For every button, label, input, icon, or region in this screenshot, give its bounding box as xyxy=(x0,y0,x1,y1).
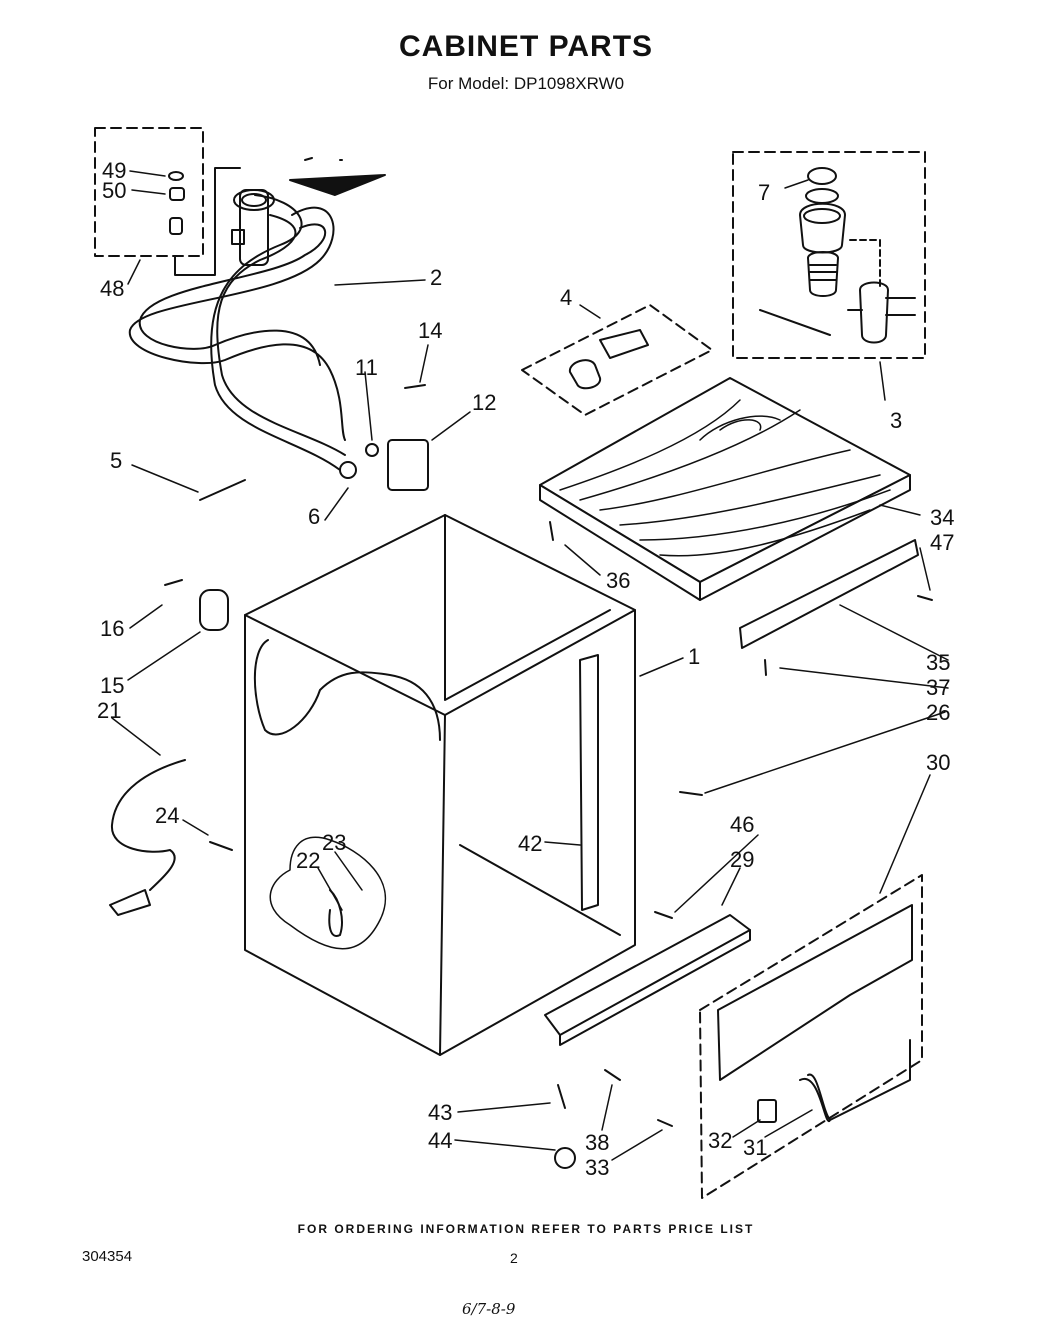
part-11 xyxy=(365,443,379,457)
callout-26: 26 xyxy=(926,700,950,725)
callout-50: 50 xyxy=(102,178,126,203)
callout-36: 36 xyxy=(606,568,630,593)
callout-23: 23 xyxy=(322,830,346,855)
page-title: CABINET PARTS xyxy=(398,30,654,63)
part-47 xyxy=(917,595,933,601)
callout-2: 2 xyxy=(430,265,442,290)
handwritten-note: 6/7-8-9 xyxy=(462,1300,516,1318)
ordering-note: FOR ORDERING INFORMATION REFER TO PARTS … xyxy=(297,1222,755,1236)
part-38 xyxy=(604,1069,621,1081)
callout-21: 21 xyxy=(97,698,121,723)
callout-30: 30 xyxy=(926,750,950,775)
callout-34: 34 xyxy=(930,505,954,530)
callout-43: 43 xyxy=(428,1100,452,1125)
callout-15: 15 xyxy=(100,673,124,698)
part-46 xyxy=(654,911,673,919)
bracket-35 xyxy=(739,539,919,649)
callout-31: 31 xyxy=(743,1135,767,1160)
group-box-3 xyxy=(732,151,926,359)
part-31 xyxy=(807,1073,831,1121)
nozzle-4 xyxy=(599,329,649,359)
part-26 xyxy=(679,791,703,796)
callout-35: 35 xyxy=(926,650,950,675)
callout-4: 4 xyxy=(560,285,572,310)
inlet-valve-body xyxy=(231,189,275,266)
power-cord xyxy=(109,759,186,916)
callout-38: 38 xyxy=(585,1130,609,1155)
part-44 xyxy=(554,1147,576,1169)
callout-22: 22 xyxy=(296,848,320,873)
direction-arrow xyxy=(289,174,386,196)
callout-29: 29 xyxy=(730,847,754,872)
callout-7: 7 xyxy=(758,180,770,205)
document-number: 304354 xyxy=(82,1248,133,1265)
spring-assy xyxy=(807,251,839,297)
valve-connector-line xyxy=(174,167,241,276)
callout-33: 33 xyxy=(585,1155,609,1180)
callout-3: 3 xyxy=(890,408,902,433)
part-24 xyxy=(209,841,233,851)
part-33 xyxy=(657,1119,673,1127)
part-15 xyxy=(199,589,229,631)
ring-7 xyxy=(807,167,837,185)
callout-44: 44 xyxy=(428,1128,452,1153)
filter-cap xyxy=(799,202,846,254)
callout-5: 5 xyxy=(110,448,122,473)
callout-1: 1 xyxy=(688,644,700,669)
part-16 xyxy=(164,579,183,586)
callout-37: 37 xyxy=(926,675,950,700)
wood-top xyxy=(539,377,911,601)
callout-49: 49 xyxy=(102,158,126,183)
group-box-4 xyxy=(521,304,713,416)
part-36 xyxy=(549,521,554,541)
part-5 xyxy=(199,479,246,501)
callout-14: 14 xyxy=(418,318,442,343)
group-box-30 xyxy=(699,874,923,1199)
access-panel xyxy=(717,904,913,1081)
valve-body-3 xyxy=(847,281,916,344)
callout-6: 6 xyxy=(308,504,320,529)
part-43 xyxy=(557,1084,566,1109)
leader-lines xyxy=(111,170,949,1161)
part-6 xyxy=(339,461,357,479)
page-number: 2 xyxy=(510,1250,518,1266)
group-box-48 xyxy=(94,127,204,257)
cabinet-shell xyxy=(244,514,636,1056)
callout-46: 46 xyxy=(730,812,754,837)
model-subtitle: For Model: DP1098XRW0 xyxy=(427,74,625,93)
callout-48: 48 xyxy=(100,276,124,301)
callout-32: 32 xyxy=(708,1128,732,1153)
inlet-hose xyxy=(128,206,346,441)
callout-47: 47 xyxy=(930,530,954,555)
callout-12: 12 xyxy=(472,390,496,415)
part-12 xyxy=(387,439,429,491)
part-14 xyxy=(404,384,426,389)
callout-24: 24 xyxy=(155,803,179,828)
part-37 xyxy=(764,659,767,676)
callout-16: 16 xyxy=(100,616,124,641)
drain-hose xyxy=(210,194,346,471)
callout-42: 42 xyxy=(518,831,542,856)
callout-11: 11 xyxy=(355,355,378,380)
part-32 xyxy=(757,1099,777,1123)
